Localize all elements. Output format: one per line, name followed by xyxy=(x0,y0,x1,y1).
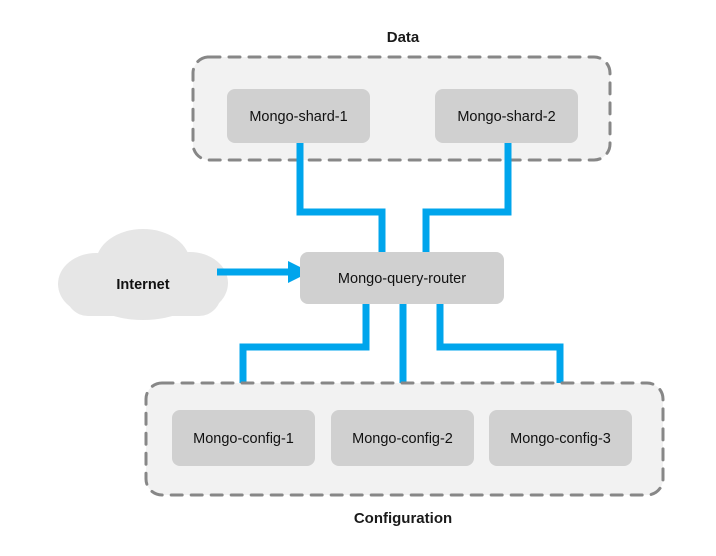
node-mongo-config-1[interactable]: Mongo-config-1 xyxy=(172,410,315,466)
node-mongo-config-3-label: Mongo-config-3 xyxy=(510,431,611,447)
node-mongo-query-router-box xyxy=(300,252,504,304)
node-mongo-shard-2-box xyxy=(435,89,578,143)
node-mongo-config-1-box xyxy=(172,410,315,466)
node-mongo-shard-1[interactable]: Mongo-shard-1 xyxy=(227,89,370,143)
node-mongo-config-3[interactable]: Mongo-config-3 xyxy=(489,410,632,466)
group-configuration-label: Configuration xyxy=(354,510,452,527)
node-mongo-config-2-label: Mongo-config-2 xyxy=(352,431,453,447)
node-mongo-query-router[interactable]: Mongo-query-router xyxy=(300,252,504,304)
node-mongo-config-2[interactable]: Mongo-config-2 xyxy=(331,410,474,466)
node-mongo-config-2-box xyxy=(331,410,474,466)
node-mongo-shard-1-label: Mongo-shard-1 xyxy=(249,109,347,125)
link-shard1-to-router xyxy=(296,120,386,262)
node-mongo-shard-2[interactable]: Mongo-shard-2 xyxy=(435,89,578,143)
cloud-icon xyxy=(58,229,228,320)
link-internet-to-router xyxy=(217,261,310,283)
node-mongo-query-router-label: Mongo-query-router xyxy=(338,271,466,287)
node-internet-label: Internet xyxy=(116,277,169,293)
group-data-label: Data xyxy=(387,29,420,46)
arrow-head-icon xyxy=(288,261,310,283)
node-mongo-config-3-box xyxy=(489,410,632,466)
node-mongo-config-1-label: Mongo-config-1 xyxy=(193,431,294,447)
node-mongo-shard-1-box xyxy=(227,89,370,143)
link-shard2-to-router xyxy=(422,120,512,262)
node-mongo-shard-2-label: Mongo-shard-2 xyxy=(457,109,555,125)
node-internet-cloud[interactable]: Internet xyxy=(58,229,228,320)
